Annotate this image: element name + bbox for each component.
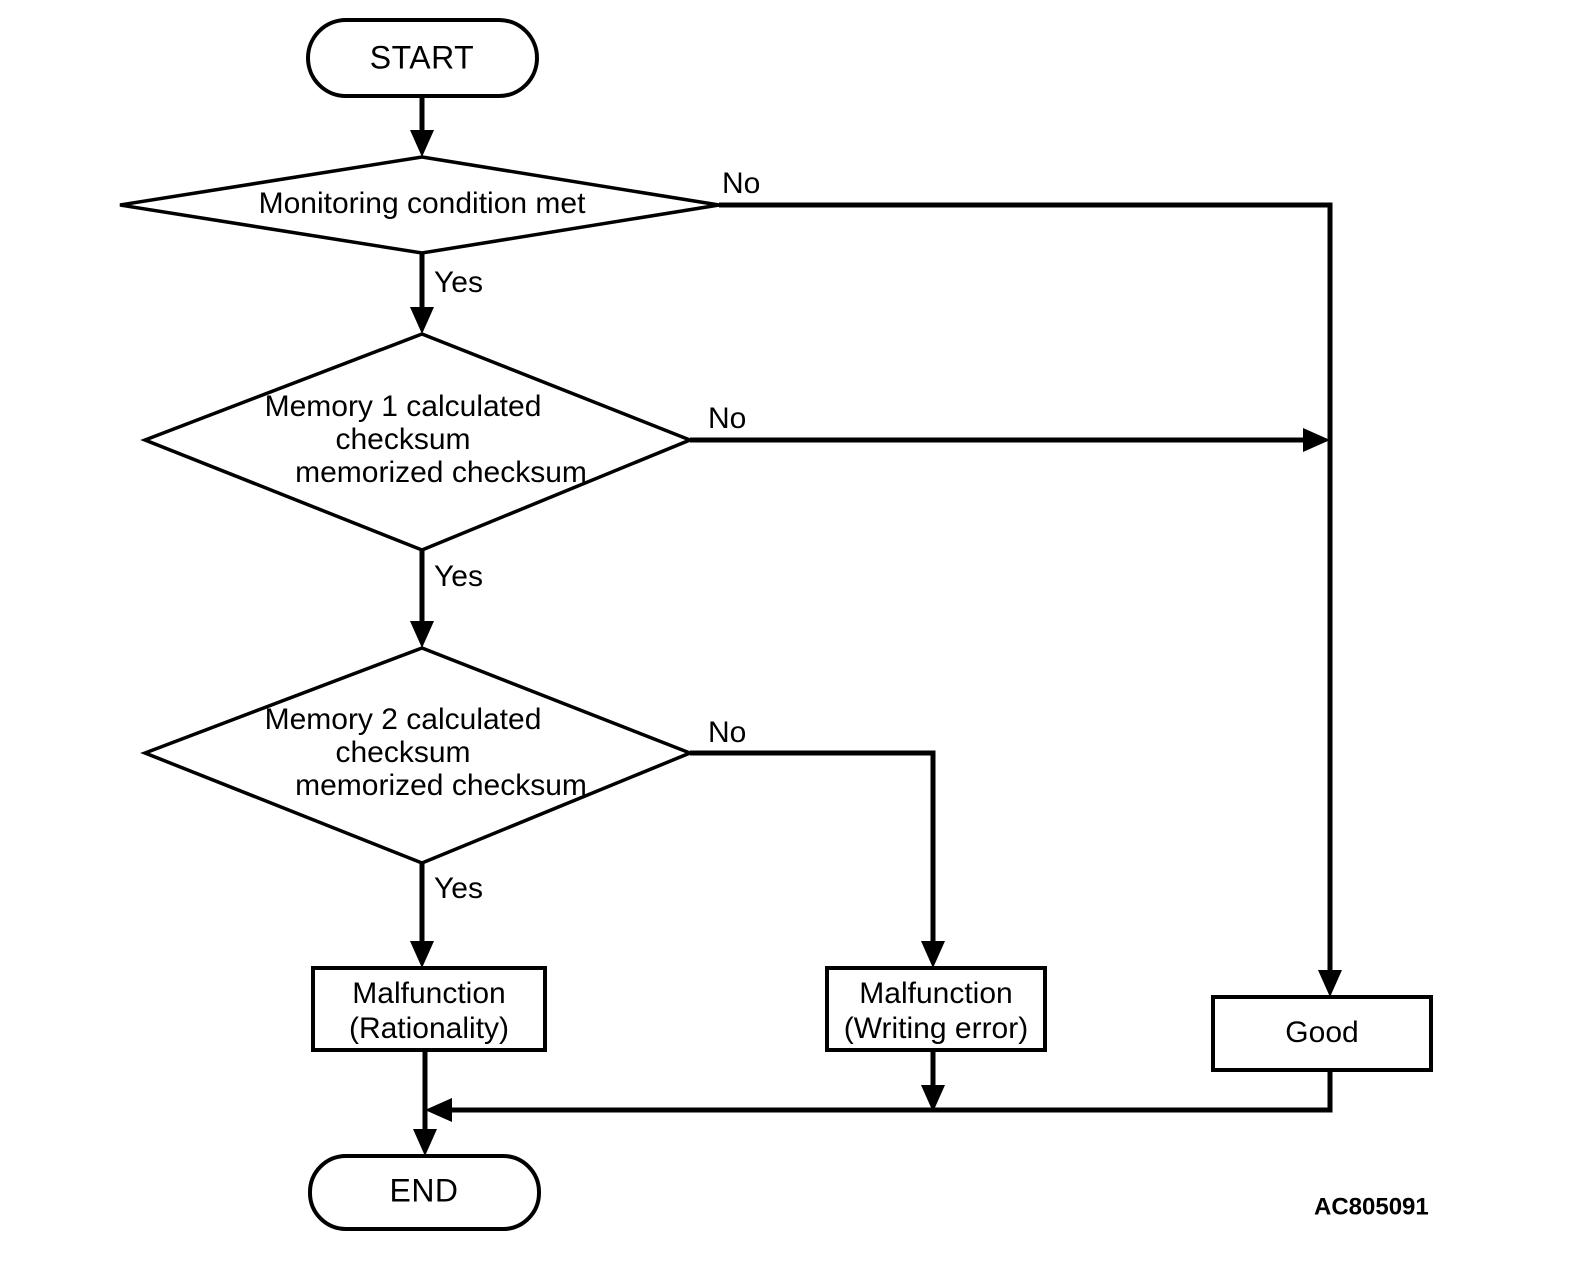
malfunction-rationality-line1: Malfunction	[352, 977, 505, 1010]
figure-code: AC805091	[1314, 1193, 1429, 1220]
malfunction-rationality-line2: (Rationality)	[349, 1012, 509, 1045]
good-shape	[1211, 995, 1433, 1072]
decision2-shape	[140, 332, 695, 552]
decision2-label-line1: Memory 1 calculated	[265, 390, 542, 423]
decision1-shape	[119, 155, 720, 255]
edge-decision2-yes	[410, 550, 434, 648]
start-shape	[306, 18, 539, 98]
decision2-label-line3: memorized checksum	[295, 456, 587, 489]
malfunction-writing-error-shape	[825, 966, 1047, 1052]
malfunction-writing-error-line1: Malfunction	[859, 977, 1012, 1010]
edge-label-decision1-yes: Yes	[434, 266, 483, 299]
end-shape	[308, 1154, 541, 1231]
node-malfunction-rationality[interactable]: Malfunction (Rationality)	[311, 966, 547, 1052]
edge-decision1-no	[719, 202, 1342, 997]
edge-writingerror-to-merge	[921, 1050, 945, 1112]
start-label: START	[370, 39, 474, 75]
decision1-label: Monitoring condition met	[259, 187, 587, 220]
malfunction-rationality-shape	[311, 966, 547, 1052]
good-label: Good	[1285, 1016, 1358, 1049]
edge-start-to-decision1	[410, 95, 434, 157]
edge-label-decision3-no: No	[708, 716, 746, 749]
malfunction-writing-error-line2: (Writing error)	[844, 1012, 1028, 1045]
node-good[interactable]: Good	[1211, 995, 1433, 1072]
decision2-label-line2: checksum	[335, 423, 470, 456]
edge-decision3-no	[690, 750, 945, 968]
node-malfunction-writing-error[interactable]: Malfunction (Writing error)	[825, 966, 1047, 1052]
edge-label-decision3-yes: Yes	[434, 872, 483, 905]
edge-label-decision1-no: No	[722, 167, 760, 200]
decision3-label-line3: memorized checksum	[295, 769, 587, 802]
edge-good-to-merge	[425, 1070, 1333, 1122]
decision3-label-line1: Memory 2 calculated	[265, 703, 542, 736]
node-decision-memory2-checksum[interactable]: Memory 2 calculated checksum memorized c…	[140, 646, 695, 865]
node-decision-memory1-checksum[interactable]: Memory 1 calculated checksum memorized c…	[140, 332, 695, 552]
node-end[interactable]: END	[308, 1154, 541, 1231]
edge-rationality-to-end	[413, 1050, 437, 1156]
node-start[interactable]: START	[306, 18, 539, 98]
edge-decision2-no	[690, 428, 1330, 452]
edge-label-decision2-no: No	[708, 402, 746, 435]
edge-decision3-yes	[410, 863, 434, 968]
node-decision-monitoring-condition[interactable]: Monitoring condition met	[119, 155, 720, 255]
edge-label-decision2-yes: Yes	[434, 560, 483, 593]
edge-decision1-yes	[410, 253, 434, 334]
decision3-label-line2: checksum	[335, 736, 470, 769]
decision3-shape	[140, 646, 695, 865]
end-label: END	[389, 1172, 458, 1208]
